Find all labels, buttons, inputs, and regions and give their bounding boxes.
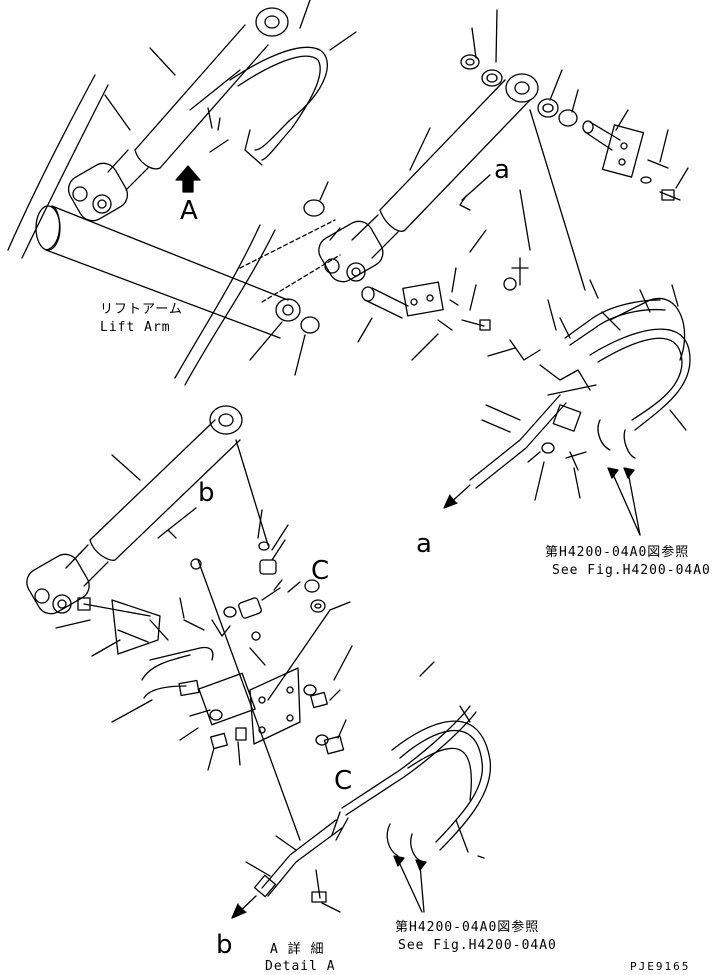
lift-arm-assembly <box>7 74 289 386</box>
view-a-mark: A <box>180 196 198 226</box>
detail-label-ja: A 詳 細 <box>270 942 325 957</box>
cut-a-bottom: a <box>416 529 432 559</box>
cut-b-top: b <box>198 478 215 508</box>
reference-lower-en: See Fig.H4200-04A0 <box>398 938 557 953</box>
reference-upper-en: See Fig.H4200-04A0 <box>552 563 711 578</box>
cut-c-bottom: C <box>334 766 353 796</box>
drawing-code: PJE9165 <box>630 960 691 973</box>
cylinder-detail-a <box>26 405 492 919</box>
guide-dashed-1 <box>239 219 336 269</box>
cut-b-bottom: b <box>216 930 233 960</box>
cut-a-top: a <box>494 155 510 185</box>
cylinder-top-right <box>249 9 691 536</box>
hose-clip-lines <box>207 107 221 131</box>
cylinder-top-left <box>67 0 357 222</box>
detail-label-en: Detail A <box>265 959 336 974</box>
lift-arm-label-en: Lift Arm <box>100 320 171 335</box>
guide-dashed-2 <box>261 254 341 303</box>
reference-upper-ja: 第H4200-04A0図参照 <box>545 545 690 560</box>
reference-lower-ja: 第H4200-04A0図参照 <box>395 920 540 935</box>
lift-arm-label-ja: リフトアーム <box>100 302 183 317</box>
cut-c-top: C <box>311 556 330 586</box>
